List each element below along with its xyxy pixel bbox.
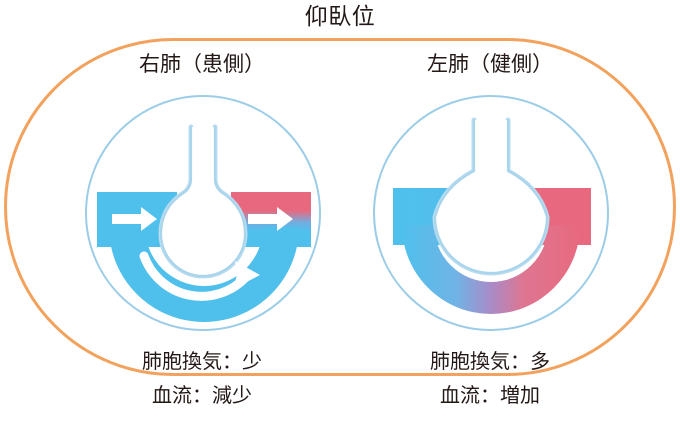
alveolus-right-lung <box>158 124 248 279</box>
inflow-arrow-icon <box>112 207 157 231</box>
panel-right-lung: 右肺（患側） <box>52 50 352 432</box>
panel-left-lung: 左肺（健側） <box>340 50 640 432</box>
caption-bloodflow-left-lung: 血流：増加 <box>440 383 540 407</box>
outflow-arrow-icon <box>248 207 293 231</box>
alveolus-left-lung <box>432 117 550 276</box>
capillary-arc-right-lung <box>109 227 299 322</box>
illustration-circle-right-lung <box>85 95 321 331</box>
caption-ventilation-right-lung: 肺胞換気：少 <box>142 349 262 373</box>
caption-ventilation-left-lung: 肺胞換気：多 <box>430 349 550 373</box>
illustration-circle-left-lung <box>373 95 609 331</box>
captions-right-lung: 肺胞換気：少 血流：減少 <box>52 344 352 412</box>
page-title: 仰臥位 <box>304 4 376 30</box>
curved-flow-arrow-icon <box>139 251 260 301</box>
capillary-arc-left-lung <box>402 225 580 314</box>
body-outline-frame <box>4 38 676 376</box>
panel-heading-left-lung: 左肺（健側） <box>427 52 553 76</box>
captions-left-lung: 肺胞換気：多 血流：増加 <box>340 344 640 412</box>
caption-bloodflow-right-lung: 血流：減少 <box>152 383 252 407</box>
panel-heading-right-lung: 右肺（患側） <box>139 52 265 76</box>
